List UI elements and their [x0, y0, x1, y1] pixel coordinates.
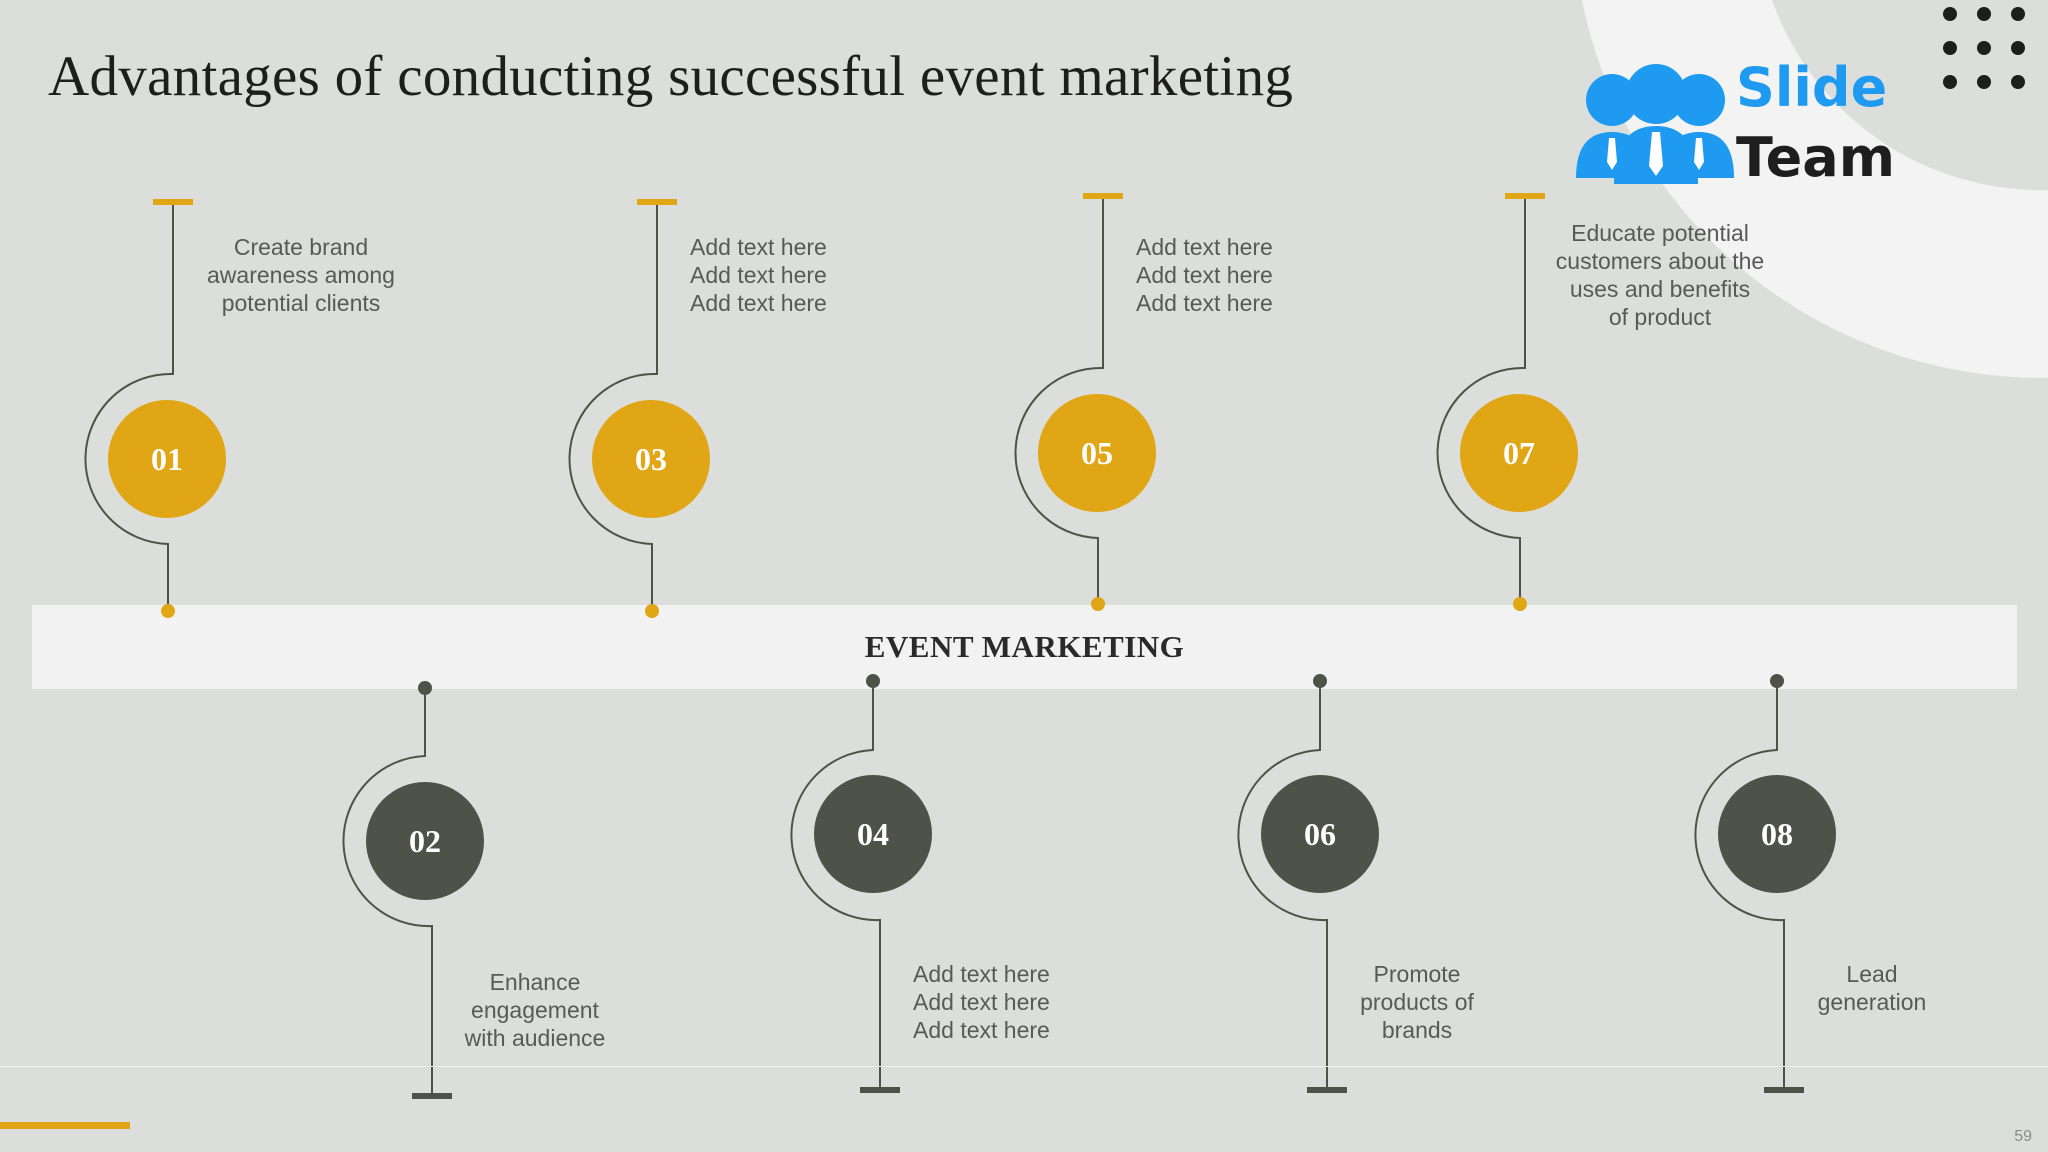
step-circle-01: 01 — [108, 400, 226, 518]
logo-word-slide: Slide — [1736, 56, 1888, 119]
slideteam-logo-icon — [1576, 64, 1734, 184]
step-circle-03: 03 — [592, 400, 710, 518]
step-circle-02: 02 — [366, 782, 484, 900]
step-circle-06: 06 — [1261, 775, 1379, 893]
event-marketing-band — [32, 605, 2017, 689]
logo-word-team: Team — [1736, 126, 1895, 189]
step-circle-08: 08 — [1718, 775, 1836, 893]
dot-grid-decoration — [1943, 7, 2025, 89]
step-circle-05: 05 — [1038, 394, 1156, 512]
step-circle-04: 04 — [814, 775, 932, 893]
slide-number: 59 — [2014, 1128, 2032, 1145]
footer-accent-bar — [0, 1122, 130, 1129]
step-circle-07: 07 — [1460, 394, 1578, 512]
page-title: Advantages of conducting successful even… — [48, 45, 1294, 108]
footer-divider — [0, 1066, 2048, 1067]
band-label: EVENT MARKETING — [864, 629, 1185, 664]
